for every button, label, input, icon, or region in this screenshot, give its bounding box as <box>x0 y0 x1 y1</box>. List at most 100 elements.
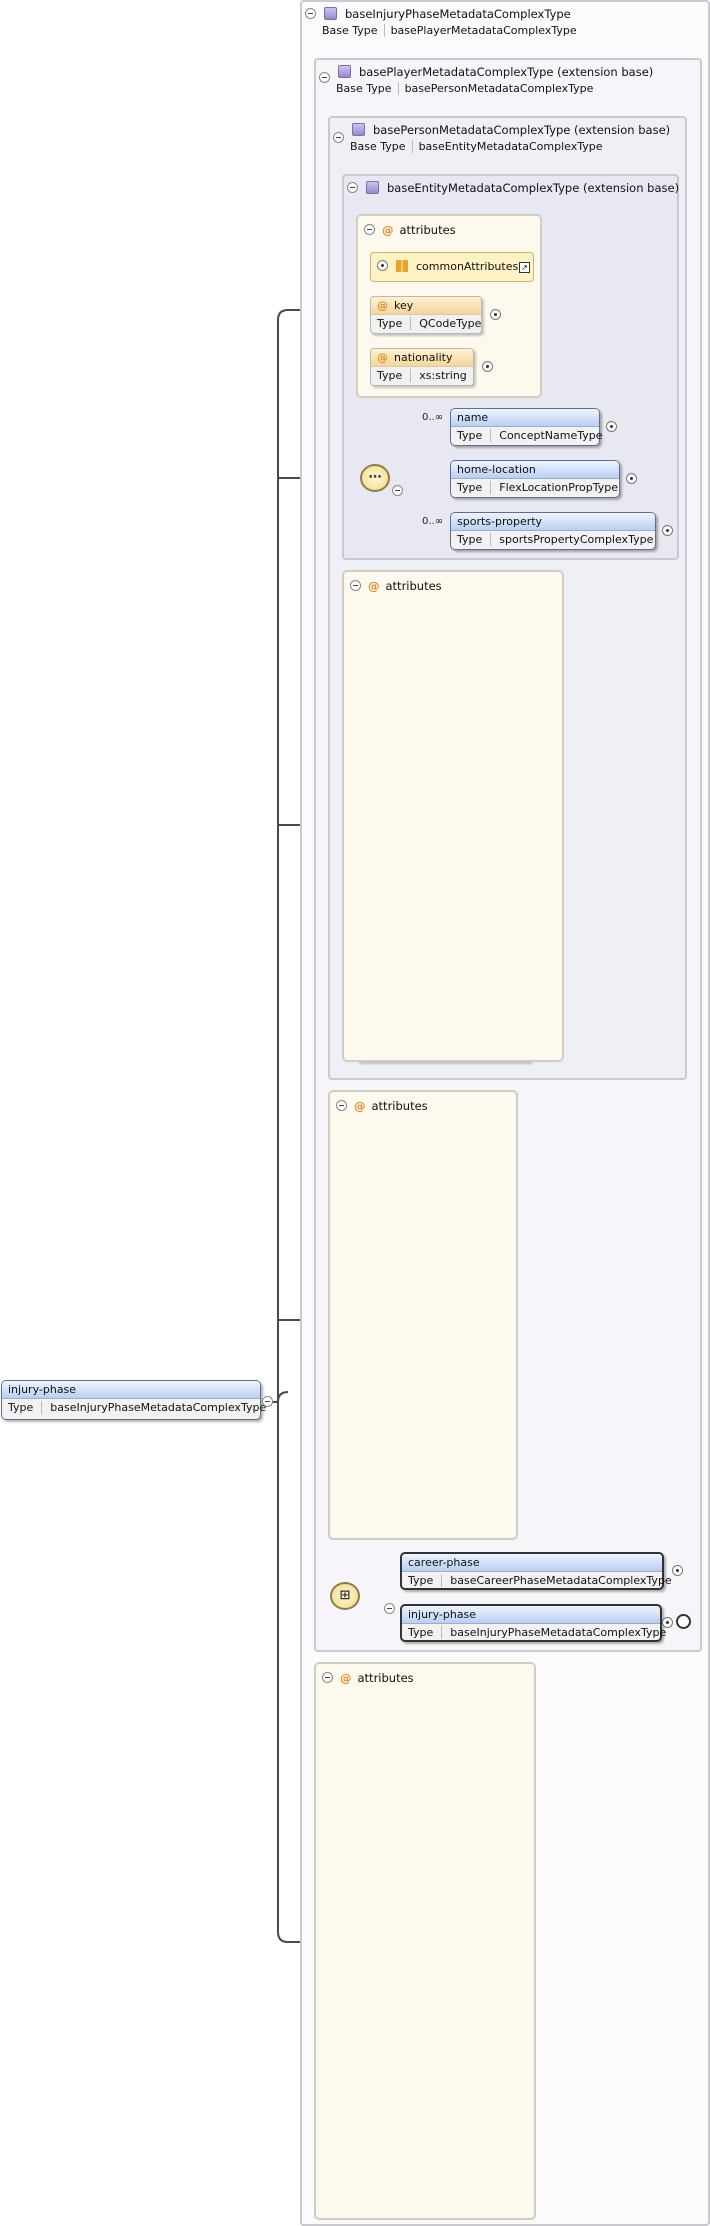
item-name: @ nationality <box>371 349 473 367</box>
collapse-icon[interactable] <box>319 72 330 83</box>
complex-type-icon <box>366 181 379 194</box>
expand-icon[interactable] <box>672 1565 683 1576</box>
attributes-label: attributes <box>399 223 456 237</box>
complex-type-title: basePersonMetadataComplexType (extension… <box>373 123 671 137</box>
collapse-icon[interactable] <box>383 1603 395 1614</box>
attributes-label: attributes <box>357 1671 414 1685</box>
item-name: @ key <box>371 297 481 315</box>
item-type: ConceptNameType <box>490 429 603 442</box>
collapse-icon[interactable] <box>364 224 375 235</box>
type-label: Type <box>457 481 483 494</box>
expand-icon[interactable] <box>662 1617 673 1628</box>
expand-icon[interactable] <box>662 525 673 536</box>
item-type: baseInjuryPhaseMetadataComplexType <box>441 1626 667 1639</box>
collapse-icon[interactable] <box>336 1100 347 1111</box>
collapse-icon[interactable] <box>333 132 344 143</box>
expand-icon[interactable] <box>626 473 637 484</box>
base-type-value: basePersonMetadataComplexType <box>397 82 594 95</box>
occurrence-label: 0..∞ <box>422 516 444 527</box>
item-name: career-phase <box>402 1554 662 1572</box>
item-type-row: Type baseCareerPhaseMetadataComplexType <box>402 1572 672 1590</box>
type-label: Type <box>408 1626 434 1639</box>
expand-icon[interactable] <box>606 421 617 432</box>
attribute-icon: @ <box>377 299 388 312</box>
attribute-icon: @ <box>377 351 388 364</box>
base-type-value: basePlayerMetadataComplexType <box>383 24 577 37</box>
sequence-compositor-icon: ⋯ <box>360 464 390 492</box>
attribute-icon: @ <box>382 223 394 237</box>
attribute-icon: @ <box>354 1099 366 1113</box>
complex-type-title: baseInjuryPhaseMetadataComplexType <box>345 7 571 21</box>
complex-type-title: baseEntityMetadataComplexType (extension… <box>387 181 680 195</box>
item-name: sports-property <box>451 513 655 531</box>
attribute-group-player: @ attributes <box>328 1090 518 1540</box>
attributes-label: attributes <box>371 1099 428 1113</box>
item-type: FlexLocationPropType <box>490 481 618 494</box>
type-label: Type <box>8 1401 34 1414</box>
element-type: baseInjuryPhaseMetadataComplexType <box>41 1401 267 1414</box>
collapse-icon[interactable] <box>262 1396 273 1407</box>
collapse-icon[interactable] <box>305 8 316 19</box>
item-name: injury-phase <box>402 1606 660 1624</box>
complex-type-icon <box>352 123 365 136</box>
base-type-label: Base Type <box>350 140 406 153</box>
complex-type-icon <box>324 7 337 20</box>
base-type-value: baseEntityMetadataComplexType <box>411 140 603 153</box>
attribute-icon: @ <box>368 579 380 593</box>
attribute-group-person: @ attributes <box>342 570 564 1062</box>
complex-type-icon <box>338 65 351 78</box>
occurrence-label: 0..∞ <box>422 412 444 423</box>
attribute-icon: @ <box>340 1671 352 1685</box>
base-type-label: Base Type <box>322 24 378 37</box>
expand-icon[interactable] <box>482 361 493 372</box>
element-name: injury-phase <box>2 1381 260 1399</box>
base-type-label: Base Type <box>336 82 392 95</box>
item-name-text: key <box>394 299 414 312</box>
complex-type-header: basePlayerMetadataComplexType (extension… <box>316 60 696 98</box>
complex-type-header: baseInjuryPhaseMetadataComplexType Base … <box>302 2 702 40</box>
type-label: Type <box>457 429 483 442</box>
attributes-label: attributes <box>385 579 442 593</box>
link-icon[interactable]: ↗ <box>519 262 530 273</box>
item-type: xs:string <box>410 369 467 382</box>
item-type: sportsPropertyComplexType <box>490 533 654 546</box>
item-name: name <box>451 409 599 427</box>
type-label: Type <box>377 317 403 330</box>
item-type: QCodeType <box>410 317 482 330</box>
item-type-row: Type QCodeType <box>371 315 482 333</box>
item-type-row: Type baseInjuryPhaseMetadataComplexType <box>402 1624 667 1642</box>
attribute-group-icon <box>396 260 408 272</box>
item-type-row: Type xs:string <box>371 367 473 385</box>
complex-type-header: basePersonMetadataComplexType (extension… <box>330 118 680 156</box>
item-type: baseCareerPhaseMetadataComplexType <box>441 1574 672 1587</box>
collapse-icon[interactable] <box>392 485 403 496</box>
item-name: home-location <box>451 461 619 479</box>
type-label: Type <box>377 369 403 382</box>
item-name-text: nationality <box>394 351 453 364</box>
collapse-icon[interactable] <box>347 182 358 193</box>
complex-type-title: basePlayerMetadataComplexType (extension… <box>359 65 654 79</box>
expand-icon[interactable] <box>490 309 501 320</box>
root-element-injury-phase[interactable]: injury-phase Type baseInjuryPhaseMetadata… <box>1 1380 267 1420</box>
attribute-group-name: commonAttributes <box>416 260 519 273</box>
type-label: Type <box>457 533 483 546</box>
item-type-row: Type FlexLocationPropType <box>451 479 619 497</box>
complex-type-header: baseEntityMetadataComplexType (extension… <box>344 176 679 214</box>
collapse-icon[interactable] <box>350 580 361 591</box>
attribute-group-ref-common-attributes[interactable]: commonAttributes ↗ <box>370 252 534 282</box>
choice-compositor-icon: ⊞ <box>330 1582 360 1610</box>
attribute-group-injury: @ attributes <box>314 1662 536 2220</box>
expand-icon[interactable] <box>377 260 388 271</box>
item-type-row: Type sportsPropertyComplexType <box>451 531 655 549</box>
collapse-icon[interactable] <box>322 1672 333 1683</box>
item-type-row: Type ConceptNameType <box>451 427 603 445</box>
type-label: Type <box>408 1574 434 1587</box>
recursion-icon[interactable] <box>676 1614 691 1629</box>
